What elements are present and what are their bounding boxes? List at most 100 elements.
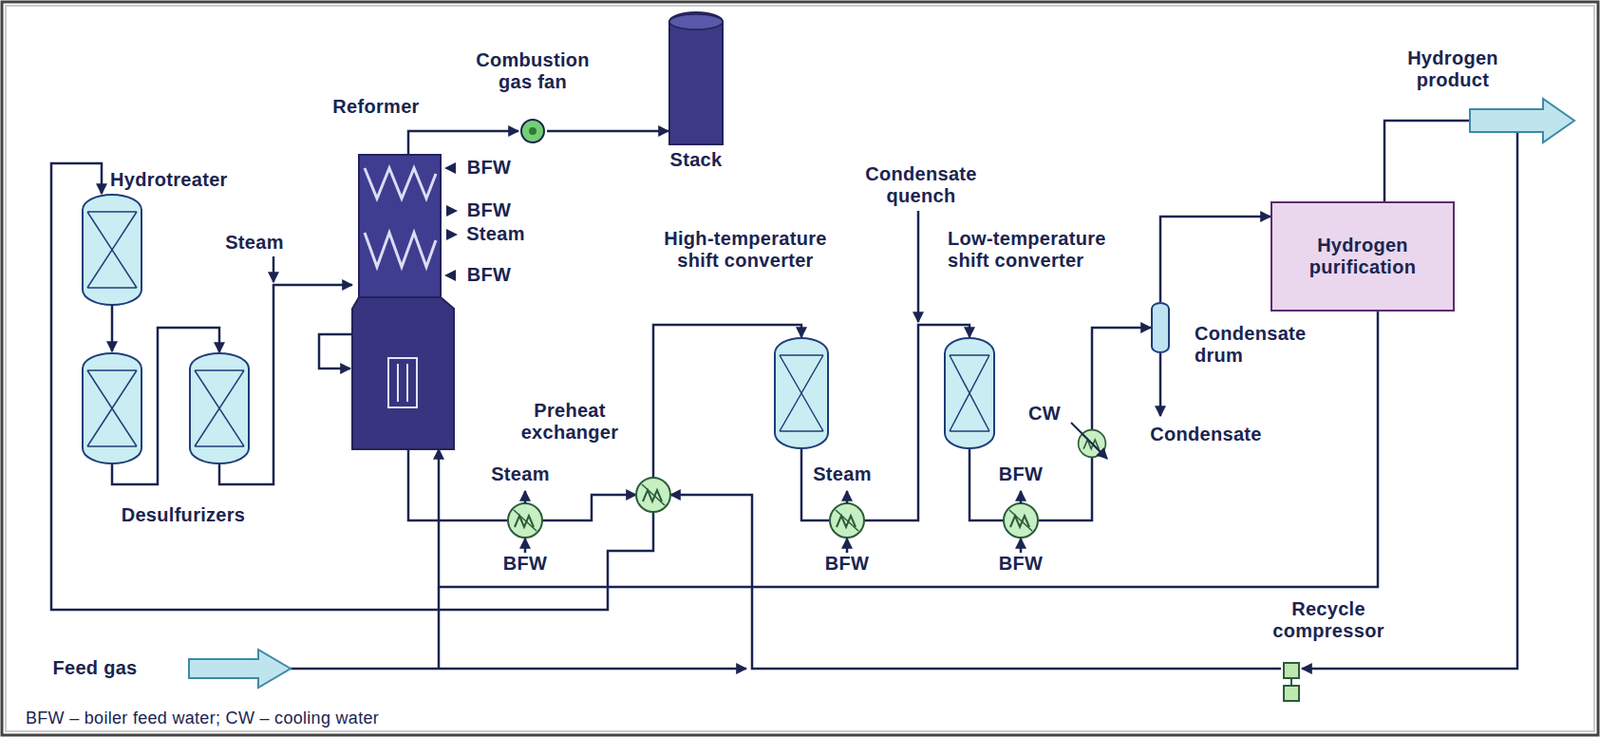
process-line (408, 131, 519, 155)
convection-coil (364, 232, 436, 267)
waste-heat-exchanger (508, 503, 543, 538)
recycle-compressor: Recycle compressor (1280, 662, 1302, 701)
bfw-arrow (446, 205, 458, 217)
steam-arrow (446, 228, 458, 241)
convection-section (358, 154, 441, 300)
shape-outline (943, 337, 996, 450)
bfw-stub (524, 538, 528, 553)
shape-outline (188, 352, 250, 465)
equipment-label: Recycle compressor (1252, 598, 1405, 642)
stream-label: CW (1023, 402, 1066, 425)
stream-label: BFW (465, 156, 513, 179)
lt-exchanger (1003, 503, 1038, 538)
process-line (438, 311, 1378, 587)
unit-name: Hydrogen purification (1281, 234, 1444, 279)
bfw-stub (1019, 538, 1023, 553)
stream-label: BFW (992, 463, 1050, 486)
stream-label: Steam (221, 231, 288, 254)
unit-box (1271, 202, 1454, 311)
stream-label: Steam (487, 463, 554, 486)
compressor-shaft (1290, 677, 1293, 686)
vessel-shell (82, 194, 142, 305)
equipment-label: Hydrotreater (110, 169, 272, 191)
bfw-stub (846, 538, 849, 553)
compressor-body (1283, 662, 1299, 678)
equipment-label: Combustion gas fan (466, 49, 600, 94)
fuel-line (437, 586, 441, 669)
stream-label: Condensate quench (854, 163, 988, 208)
ht-shift-converter: High-temperature shift converter (773, 337, 829, 450)
steam-inlet (272, 256, 276, 283)
vessel-shell (82, 353, 142, 464)
steam-stub (846, 490, 849, 504)
compressor-driver (1283, 685, 1299, 701)
fan-hub (528, 127, 537, 135)
equipment-label: Desulfurizers (75, 504, 291, 527)
stream-label: BFW (818, 552, 876, 575)
steam-stub (524, 490, 528, 504)
vessel-link (111, 304, 114, 352)
shape-outline (636, 477, 671, 512)
stream-label: Steam (465, 223, 527, 245)
vessel-shell (189, 353, 249, 464)
stack-body (669, 12, 723, 145)
burner-loop (319, 334, 353, 369)
equipment-label: Low-temperature shift converter (947, 227, 1148, 272)
catalyst-bed (87, 370, 137, 447)
stack: Stack (668, 10, 724, 146)
catalyst-bed (779, 355, 824, 432)
shape-outline (773, 337, 829, 450)
equipment-label: Preheat exchanger (503, 399, 637, 444)
preheat-exchanger: Preheat exchanger (636, 477, 671, 512)
cw-arrow (1071, 422, 1108, 459)
process-line (969, 327, 1151, 521)
catalyst-bed (194, 370, 245, 447)
radiant-section (352, 297, 454, 450)
bfw-arrow (444, 162, 456, 174)
reformer-furnace: Reformer (352, 154, 454, 450)
stream-label: BFW (992, 552, 1050, 575)
stack-top (669, 14, 723, 30)
stream-label: Feed gas (23, 657, 167, 679)
stream-label: Steam (809, 463, 876, 486)
bfw-stub (1019, 490, 1023, 504)
fan-symbol (521, 119, 545, 143)
combustion-fan: Combustion gas fan (518, 117, 547, 145)
stream-label: Condensate (1134, 423, 1278, 446)
process-line (1160, 216, 1271, 302)
feed-block-arrow (188, 649, 291, 688)
catalyst-bed (949, 355, 990, 432)
shape-outline (352, 154, 454, 450)
product-block-arrow (1469, 98, 1575, 143)
shape-outline (1150, 301, 1170, 354)
reformer-tube (397, 363, 408, 402)
stream-label: BFW – boiler feed water; CW – cooling wa… (25, 708, 691, 729)
equipment-label: High-temperature shift converter (645, 227, 846, 272)
equipment-label: Stack (653, 149, 739, 171)
reformer-tube (388, 357, 417, 408)
catalyst-bed (87, 211, 137, 288)
condensate-drum: Condensate drum (1150, 301, 1170, 354)
stream-label: Hydrogen product (1395, 47, 1510, 92)
shape-outline (518, 117, 547, 145)
hydrotreater-vessels: Hydrotreater (81, 193, 143, 465)
stream-label: BFW (496, 552, 554, 575)
equipment-label: Reformer (304, 95, 448, 118)
equipment-label: Condensate drum (1194, 322, 1318, 367)
bfw-arrow (444, 269, 456, 282)
purification-box: Hydrogen purification (1270, 201, 1455, 312)
ht-exchanger (829, 503, 865, 538)
frame-inner (5, 5, 1595, 732)
shape-outline (668, 10, 724, 146)
shape-outline (1280, 662, 1302, 701)
exchanger-symbol (636, 477, 671, 512)
vessel-shell (944, 338, 995, 449)
feed-line (290, 667, 747, 671)
convection-coil (364, 168, 436, 199)
drum-shell (1151, 302, 1169, 353)
process-line (546, 130, 669, 133)
stream-label: BFW (465, 263, 513, 286)
